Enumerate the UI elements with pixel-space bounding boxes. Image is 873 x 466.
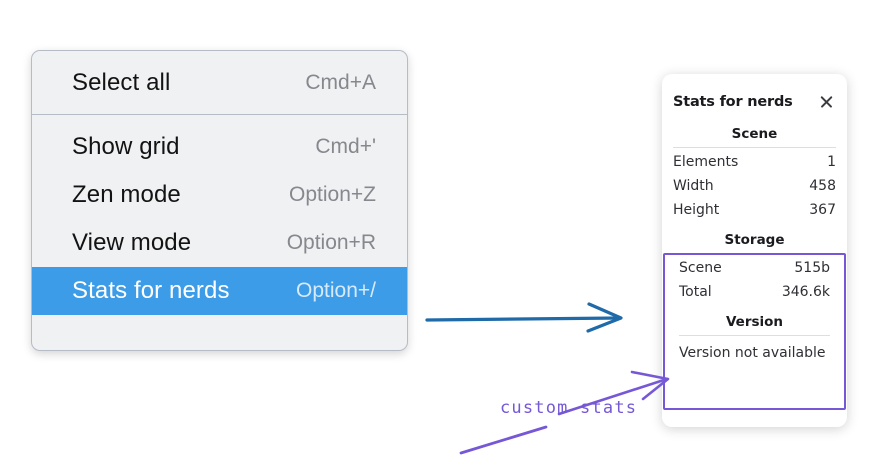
close-icon[interactable]	[818, 93, 836, 111]
stats-row-key: Height	[673, 202, 720, 218]
stats-section-title-storage: Storage	[724, 232, 785, 248]
menu-item-label: Show grid	[72, 133, 180, 160]
annotation-custom-stats-label: custom stats	[500, 398, 638, 418]
menu-item-label: Zen mode	[72, 181, 181, 208]
menu-item-stats-for-nerds[interactable]: Stats for nerds Option+/	[32, 267, 407, 315]
menu-item-shortcut: Cmd+A	[305, 71, 376, 94]
stats-row-storage-scene: Scene 515b	[679, 256, 830, 280]
stats-row-value: 1	[827, 154, 836, 170]
blue-arrow-icon	[425, 302, 623, 333]
stats-row-height: Height 367	[673, 198, 836, 222]
stats-row-value: 458	[809, 178, 836, 194]
context-menu-group-1: Select all Cmd+A	[32, 51, 407, 114]
menu-item-shortcut: Cmd+'	[315, 135, 376, 158]
custom-stats-section: Storage Scene 515b Total 346.6k Version …	[673, 222, 836, 365]
stats-row-key: Scene	[679, 260, 722, 276]
menu-item-label: Stats for nerds	[72, 277, 230, 304]
stats-panel-header: Stats for nerds	[673, 74, 836, 116]
stats-row-key: Total	[679, 284, 712, 300]
menu-item-label: View mode	[72, 229, 192, 256]
stats-row-storage-total: Total 346.6k	[679, 280, 830, 304]
menu-separator	[32, 114, 407, 115]
menu-item-label: Select all	[72, 69, 171, 96]
stats-row-key: Width	[673, 178, 714, 194]
menu-item-show-grid[interactable]: Show grid Cmd+'	[32, 123, 407, 171]
stats-section-title-version: Version	[725, 314, 784, 330]
purple-underline-stroke	[459, 425, 548, 455]
menu-item-zen-mode[interactable]: Zen mode Option+Z	[32, 171, 407, 219]
divider	[679, 335, 830, 336]
menu-item-view-mode[interactable]: View mode Option+R	[32, 219, 407, 267]
stats-section-title-scene: Scene	[731, 126, 778, 142]
stats-row-value: 515b	[794, 260, 830, 276]
menu-item-shortcut: Option+Z	[289, 183, 376, 206]
stats-version-note: Version not available	[679, 345, 826, 361]
stats-row-value: 367	[809, 202, 836, 218]
context-menu[interactable]: Select all Cmd+A Show grid Cmd+' Zen mod…	[31, 50, 408, 351]
purple-arrow-icon	[557, 370, 670, 416]
divider	[679, 253, 830, 254]
context-menu-group-2: Show grid Cmd+' Zen mode Option+Z View m…	[32, 115, 407, 330]
stats-row-value: 346.6k	[781, 284, 830, 300]
stats-for-nerds-panel[interactable]: Stats for nerds Scene Elements 1 Width 4…	[662, 74, 847, 427]
stats-row-width: Width 458	[673, 174, 836, 198]
stats-panel-title: Stats for nerds	[673, 94, 793, 110]
stats-row-key: Elements	[673, 154, 739, 170]
menu-item-shortcut: Option+/	[296, 279, 376, 302]
stats-row-elements: Elements 1	[673, 150, 836, 174]
divider	[673, 147, 836, 148]
context-menu-footer	[32, 315, 407, 330]
menu-item-shortcut: Option+R	[286, 231, 376, 254]
menu-item-select-all[interactable]: Select all Cmd+A	[32, 59, 407, 107]
